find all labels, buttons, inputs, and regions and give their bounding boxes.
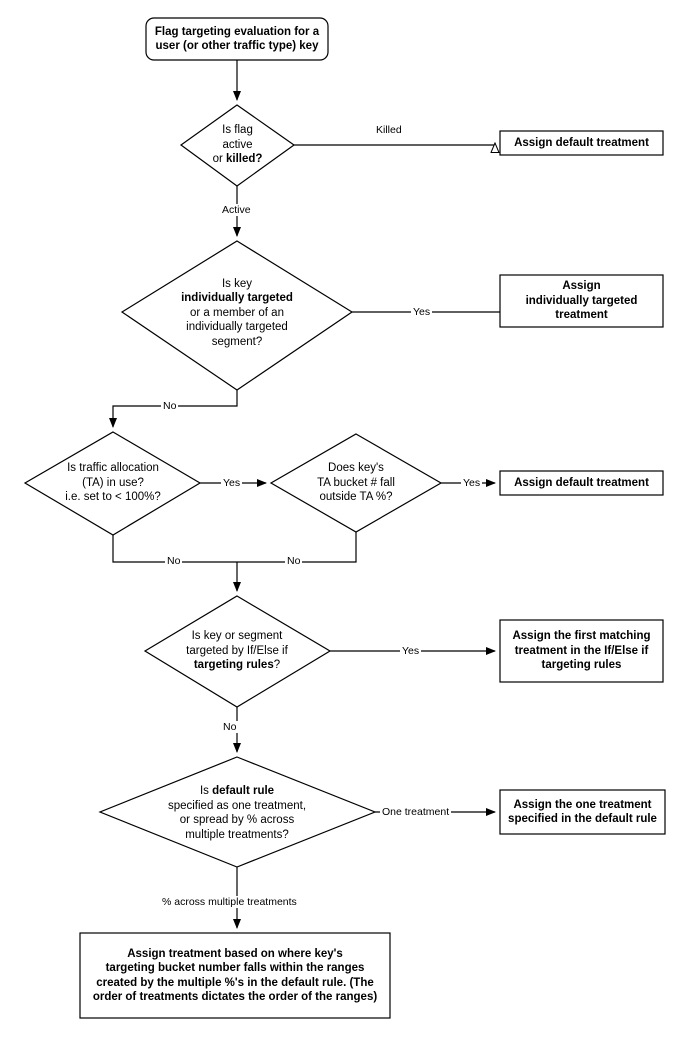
node-decision-individual-shape xyxy=(120,240,354,391)
node-assign-rules-shape xyxy=(499,619,664,683)
edge-traffic-no xyxy=(112,535,237,563)
edge-label-yes-rules: Yes xyxy=(400,645,422,657)
edge-label-killed: Killed xyxy=(374,124,404,136)
edge-bucket-no xyxy=(237,532,357,563)
node-assign-one-shape xyxy=(499,789,666,835)
edge-label-active: Active xyxy=(220,204,253,216)
node-assign-default-2-shape xyxy=(499,470,664,496)
node-assign-final-shape xyxy=(79,932,391,1019)
edge-flag-killed xyxy=(294,143,495,145)
edge-label-yes-individual: Yes xyxy=(411,306,433,318)
node-start-shape xyxy=(145,17,329,61)
node-decision-flag-shape xyxy=(179,104,296,187)
edge-label-no-traffic: No xyxy=(165,555,183,567)
node-assign-default-1-shape xyxy=(499,130,664,156)
node-assign-individual-shape xyxy=(499,274,664,328)
edge-label-no-individual: No xyxy=(161,400,179,412)
edge-label-one-treatment: One treatment xyxy=(380,806,452,818)
edge-label-yes-bucket: Yes xyxy=(461,477,483,489)
node-decision-bucket-shape xyxy=(269,433,443,533)
node-decision-traffic-shape xyxy=(23,431,202,536)
edge-label-percent-across: % across multiple treatments xyxy=(160,896,299,908)
edge-label-no-rules: No xyxy=(221,721,239,733)
node-decision-rules-shape xyxy=(143,595,332,708)
edge-label-no-bucket: No xyxy=(285,555,303,567)
edge-label-yes-traffic: Yes xyxy=(221,477,243,489)
node-decision-defaultrule-shape xyxy=(98,756,377,868)
